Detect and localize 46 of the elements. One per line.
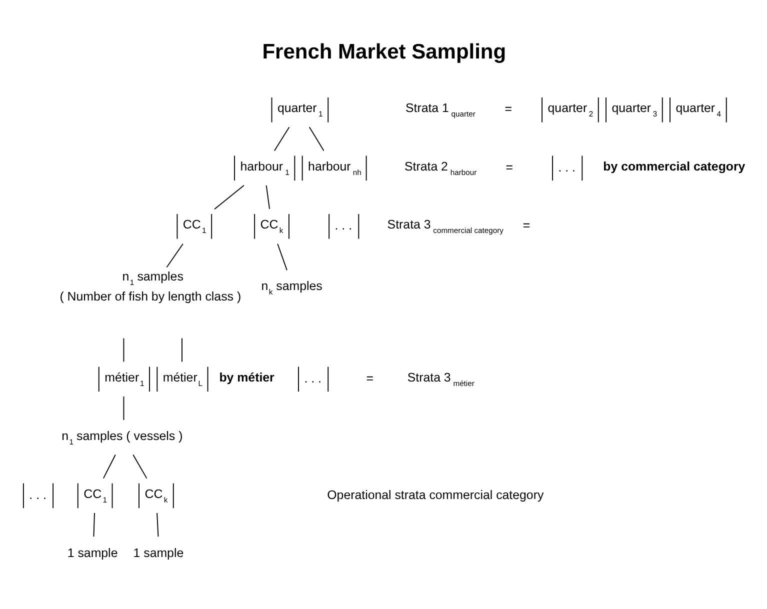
node-text: CC$_{k}$ — [260, 217, 284, 235]
connector — [156, 512, 159, 537]
label: = — [504, 102, 512, 116]
connector — [274, 126, 290, 151]
node-text: quarter$_{4}$ — [676, 100, 722, 118]
connector — [166, 242, 184, 268]
label: Strata 3$_{commercial category}$ — [387, 217, 504, 235]
node-text: CC$_{1}$ — [84, 486, 107, 504]
node-text: quarter$_{2}$ — [548, 100, 594, 118]
label: = — [506, 160, 513, 174]
node-text: quarter$_{1}$ — [277, 100, 323, 118]
connector — [214, 184, 244, 210]
label: Strata 3$_{métier}$ — [407, 370, 474, 388]
node-label: ( Number of fish by length class ) — [60, 288, 242, 303]
label: = — [366, 370, 374, 385]
node-text: métier$_{1}$ — [104, 370, 144, 388]
label: Strata 1$_{quarter}$ — [405, 100, 476, 118]
node-text: métier$_{L}$ — [162, 370, 202, 388]
node-text: harbour$_{nh}$ — [308, 158, 362, 176]
connector — [308, 126, 324, 151]
connector — [132, 454, 148, 478]
node-text: harbour$_{1}$ — [240, 158, 290, 176]
connector — [277, 242, 288, 270]
label: by commercial category — [603, 158, 746, 173]
connector — [123, 337, 124, 362]
node-text: CC$_{1}$ — [182, 217, 206, 235]
node-text: CC$_{k}$ — [144, 486, 168, 504]
connector — [93, 512, 95, 537]
node-text: n$_{1}$ samples ( vessels ) — [62, 428, 183, 446]
connector — [266, 184, 270, 209]
label: = — [522, 218, 530, 232]
node-text: n$_{k}$ samples — [261, 278, 322, 296]
diagram-title: French Market Sampling — [262, 40, 506, 63]
node-text: 1 sample — [67, 546, 118, 560]
node-text: 1 sample — [133, 546, 184, 560]
connector — [123, 396, 124, 420]
node-text: . . . — [304, 370, 322, 385]
label: by métier — [219, 370, 274, 384]
connector — [102, 454, 116, 478]
label: Strata 2$_{harbour}$ — [404, 158, 477, 176]
label: Operational strata commercial category — [327, 487, 544, 502]
node-text: . . . — [334, 218, 352, 232]
node-text: quarter$_{3}$ — [612, 100, 658, 118]
node-text: . . . — [558, 160, 576, 174]
node-text: . . . — [29, 487, 46, 502]
node-text: n$_{1}$ samples — [122, 268, 184, 286]
